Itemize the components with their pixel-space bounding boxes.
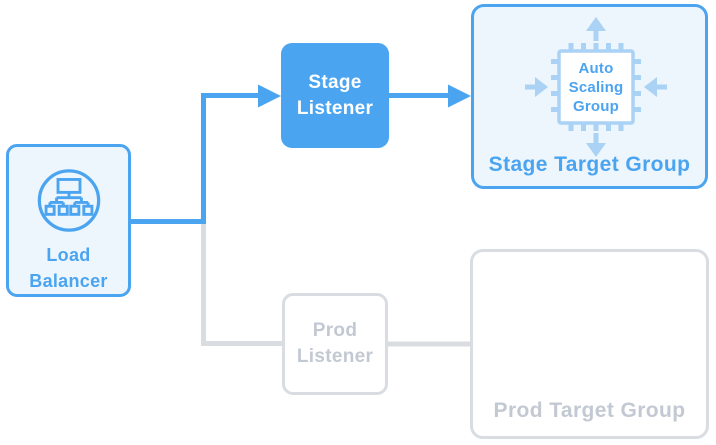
chip-pins <box>551 43 641 131</box>
stage-listener-label-line2: Listener <box>296 97 374 119</box>
chip-body <box>557 49 635 125</box>
auto-scaling-group-cluster: Auto Scaling Group <box>521 11 671 161</box>
prod-listener-label-line1: Prod <box>312 320 358 341</box>
connector-lb-to-prod-listener <box>201 221 282 346</box>
scaling-arrows <box>525 17 667 157</box>
prod-target-group-node: Prod Target Group <box>470 249 709 439</box>
prod-target-group-label: Prod Target Group <box>493 399 686 422</box>
load-balancer-label-line1: Load <box>46 245 91 265</box>
asg-label-line2: Scaling <box>568 78 624 96</box>
arrowhead-into-stage-listener <box>258 84 281 108</box>
stage-listener-label-line1: Stage <box>308 71 362 93</box>
stage-target-group-node: Auto Scaling Group Stage Target Group <box>471 4 708 189</box>
auto-scaling-chip-icon <box>525 17 667 157</box>
load-balancer-node: Load Balancer <box>6 144 131 297</box>
load-balancer-network-icon <box>37 169 100 232</box>
load-balancer-label: Load Balancer <box>29 242 107 294</box>
prod-listener-node: Prod Listener <box>282 293 388 395</box>
asg-label-line1: Auto <box>578 59 614 77</box>
connector-lb-to-stage-listener <box>131 93 259 224</box>
stage-target-group-label: Stage Target Group <box>488 153 691 176</box>
auto-scaling-group-label: Auto Scaling Group <box>559 51 633 123</box>
asg-label-line3: Group <box>573 97 619 115</box>
prod-listener-label: Prod Listener <box>297 318 373 370</box>
stage-listener-node: Stage Listener <box>281 43 389 148</box>
stage-listener-label: Stage Listener <box>297 70 373 122</box>
arrowhead-into-stage-tg <box>448 84 471 108</box>
load-balancer-label-line2: Balancer <box>29 271 108 291</box>
prod-listener-label-line2: Listener <box>296 346 374 367</box>
